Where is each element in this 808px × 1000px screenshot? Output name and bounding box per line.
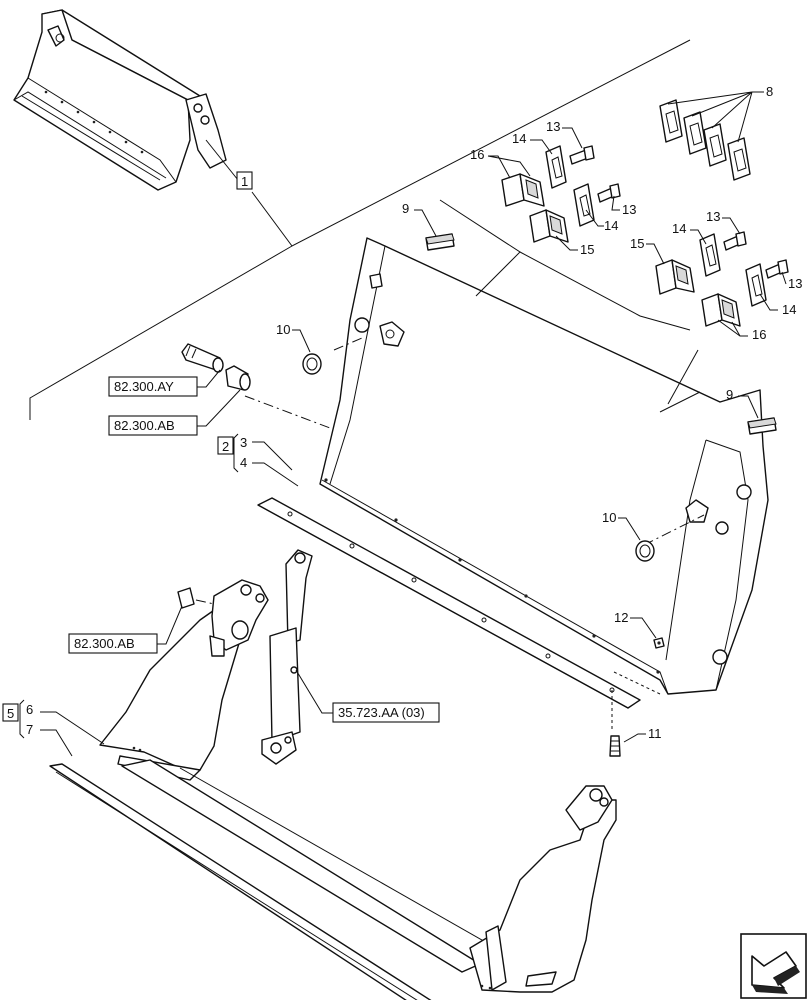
ref-box-82300ay[interactable]: 82.300.AY <box>108 369 221 397</box>
seal-10-lower-drawing <box>635 540 655 562</box>
pin-ab-drawing <box>225 365 251 391</box>
callout-14b-label: 14 <box>604 218 618 233</box>
callout-6-label: 6 <box>26 702 33 717</box>
bolt-11-drawing <box>609 735 621 757</box>
callout-13b-label: 13 <box>622 202 636 217</box>
callout-10a-label: 10 <box>276 322 290 337</box>
callout-9b-label: 9 <box>726 387 733 402</box>
pad-9-upper-drawing <box>425 233 455 251</box>
callout-13c-label: 13 <box>706 209 720 224</box>
callout-9a-label: 9 <box>402 201 409 216</box>
callout-13-b: 13 <box>611 195 636 217</box>
callout-15a-label: 15 <box>580 242 594 257</box>
callout-12: 12 <box>614 610 657 639</box>
callout-9-upper: 9 <box>402 201 437 237</box>
callout-14c-label: 14 <box>672 221 686 236</box>
ref-82300ab-lower-label: 82.300.AB <box>74 636 135 651</box>
retainer-group-upper-drawing <box>501 145 621 243</box>
callout-14-d: 14 <box>759 293 796 317</box>
next-page-arrow-icon[interactable] <box>740 933 807 999</box>
callout-11: 11 <box>623 726 662 743</box>
callout-11-label: 11 <box>648 726 662 741</box>
callout-2-3-4: 2 3 4 <box>217 433 299 487</box>
pads-8-drawing <box>659 99 751 181</box>
pad-9-lower-drawing <box>747 417 777 435</box>
ref-82300ab-upper-label: 82.300.AB <box>114 418 175 433</box>
callout-14-b: 14 <box>585 209 618 233</box>
ref-box-35723aa[interactable]: 35.723.AA (03) <box>295 669 440 723</box>
callout-16-a: 16 <box>470 147 531 179</box>
callout-16a-label: 16 <box>470 147 484 162</box>
callout-3-label: 3 <box>240 435 247 450</box>
callout-14-a: 14 <box>512 131 553 155</box>
callout-10-lower: 10 <box>602 510 641 541</box>
callout-1: 1 <box>29 39 691 420</box>
callout-14a-label: 14 <box>512 131 526 146</box>
retainer-group-lower-drawing <box>655 231 789 327</box>
callout-10-upper: 10 <box>276 322 311 353</box>
callout-13-a: 13 <box>546 119 583 149</box>
callout-9-lower: 9 <box>726 387 759 419</box>
callout-5-label: 5 <box>7 706 14 721</box>
callout-16-b: 16 <box>717 319 766 342</box>
callout-14-c: 14 <box>672 221 707 245</box>
callout-5-6-7: 5 6 7 <box>2 699 105 757</box>
callout-1-label: 1 <box>241 174 248 189</box>
callout-7-label: 7 <box>26 722 33 737</box>
ref-box-82300ab-upper[interactable]: 82.300.AB <box>108 389 241 436</box>
seal-10-upper-drawing <box>302 353 322 375</box>
callout-10b-label: 10 <box>602 510 616 525</box>
bucket-shell-drawing <box>244 199 769 695</box>
callout-4-label: 4 <box>240 455 247 470</box>
callout-8: 8 <box>667 84 773 143</box>
callout-13-c: 13 <box>706 209 741 235</box>
pin-ay-drawing <box>181 343 224 373</box>
callout-12-label: 12 <box>614 610 628 625</box>
hydraulic-cylinder-drawing <box>261 549 313 765</box>
callout-13-d: 13 <box>781 271 802 291</box>
callout-2-label: 2 <box>222 439 229 454</box>
ref-82300ay-label: 82.300.AY <box>114 379 174 394</box>
callout-15-b: 15 <box>630 236 665 265</box>
callout-14d-label: 14 <box>782 302 796 317</box>
callout-13a-label: 13 <box>546 119 560 134</box>
bucket-overview-drawing <box>13 9 227 191</box>
callout-15-a: 15 <box>555 235 594 257</box>
nut-12-drawing <box>653 637 665 649</box>
callout-16b-label: 16 <box>752 327 766 342</box>
ref-35723aa-label: 35.723.AA (03) <box>338 705 425 720</box>
cutting-edge-drawing <box>257 497 661 732</box>
callout-8-label: 8 <box>766 84 773 99</box>
ref-box-82300ab-lower[interactable]: 82.300.AB <box>68 605 183 654</box>
callout-15b-label: 15 <box>630 236 644 251</box>
callout-13d-label: 13 <box>788 276 802 291</box>
bucket-frame-drawing <box>49 579 617 1000</box>
